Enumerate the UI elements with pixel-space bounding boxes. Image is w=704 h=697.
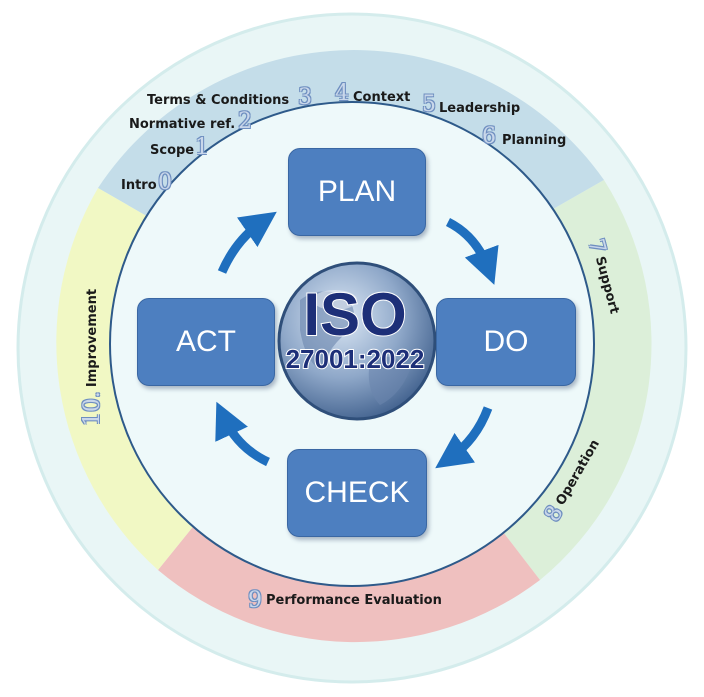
check-box[interactable]: CHECK (287, 449, 427, 537)
clause-4-label: Context (353, 90, 411, 105)
center-subtitle: 27001:2022 (286, 344, 425, 374)
arrow-do-to-check (435, 406, 493, 469)
act-box[interactable]: ACT (137, 298, 275, 386)
arrow-check-to-act (215, 401, 270, 467)
segment-support-operation (500, 180, 652, 580)
plan-label: PLAN (317, 175, 397, 208)
clause-1-number: 1 (195, 135, 209, 160)
segment-improvement (56, 188, 201, 570)
clause-1-label: Scope (150, 143, 195, 158)
plan-box[interactable]: PLAN (288, 148, 426, 236)
clause-9-label: Performance Evaluation (266, 593, 442, 608)
clause-9-number: 9 (248, 588, 262, 613)
clause-5-label: Leadership (439, 101, 521, 116)
do-box[interactable]: DO (436, 298, 576, 386)
segment-planning (98, 50, 604, 219)
clause-3-number: 3 (298, 85, 312, 110)
clause-2-number: 2 (238, 109, 252, 134)
arrow-plan-to-do (445, 217, 499, 285)
check-label: CHECK (304, 476, 410, 509)
clause-6-label: Planning (502, 133, 567, 148)
clause-2-label: Normative ref. (129, 117, 236, 132)
clause-10: 10. Improvement (80, 289, 105, 426)
clause-3-label: Terms & Conditions (147, 93, 290, 108)
clause-4-number: 4 (335, 81, 349, 106)
clause-10-label: Improvement (85, 288, 101, 388)
clause-0-number: 0 (158, 170, 172, 195)
clause-6-number: 6 (482, 124, 496, 149)
clause-10-number: 10. (80, 391, 106, 427)
clause-0-label: Intro (121, 178, 157, 193)
clause-9: 9 Performance Evaluation (248, 588, 442, 613)
do-label: DO (483, 325, 529, 358)
center-title: ISO (303, 281, 406, 348)
clause-5-number: 5 (422, 92, 436, 117)
arrow-act-to-plan (217, 211, 277, 274)
act-label: ACT (176, 325, 236, 358)
